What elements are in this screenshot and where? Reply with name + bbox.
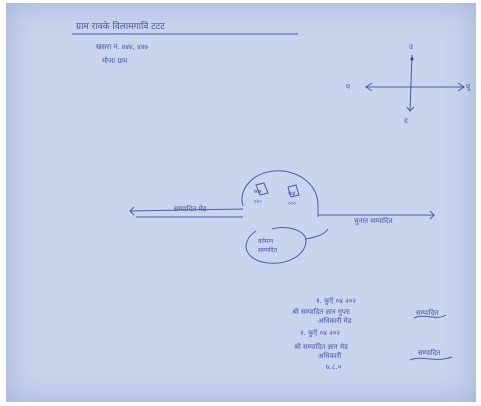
signature-1: सम्पादित xyxy=(416,309,439,317)
note-4c: ७.८.० xyxy=(326,363,342,371)
compass-south-label: द xyxy=(404,117,408,125)
room2-label: कक्ष xyxy=(288,191,296,197)
note-4a: श्री सम्पादित ज्ञान मेड xyxy=(294,343,348,351)
village-name-text: मौजा ग्राम xyxy=(102,57,128,65)
note-1: १. कुऍ ०४ २०२ xyxy=(316,297,356,305)
note-2b: अधिकारी मेड xyxy=(318,317,352,325)
left-road-label: सम्पादित मेड xyxy=(174,205,207,213)
room1-sub-label: ००० xyxy=(254,199,262,205)
compass-east-label: पू xyxy=(466,83,470,91)
signature-2: सम्पादित xyxy=(418,349,441,357)
survey-number-text: खसरा नं. ४४४, ४४७ xyxy=(96,43,148,51)
room2-sub-label: ००० xyxy=(288,201,296,207)
page-title: ग्राम रावके विलामगावि टटट xyxy=(76,22,165,32)
compass-west-label: प xyxy=(346,83,350,91)
note-3: २. कुऍ ०४ २०२ xyxy=(300,329,340,337)
room1-label: कक्ष xyxy=(254,189,262,195)
note-4b: अधिकारी xyxy=(318,352,342,360)
compass-north-label: उ xyxy=(409,43,413,51)
sketch-lines xyxy=(72,33,465,361)
right-road-label: चुनात सम्पादित xyxy=(354,217,393,225)
lower-area-label-2: सम्पादित xyxy=(258,247,278,254)
paper-sheet: ग्राम रावके विलामगावि टटट खसरा नं. ४४४, … xyxy=(6,3,476,402)
note-2a: श्री सम्पादित ज्ञान गुप्ता xyxy=(292,308,350,316)
lower-area-label-1: वर्तमान xyxy=(258,238,274,245)
